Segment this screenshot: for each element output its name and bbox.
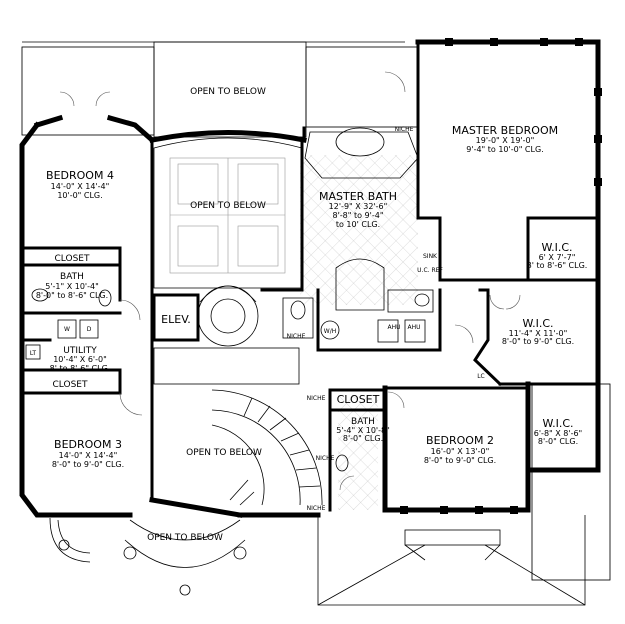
bedroom4-clg: 10'-0" CLG. <box>57 191 102 200</box>
bedroom3-clg: 8'-0" to 9'-0" CLG. <box>52 460 124 469</box>
closet-upper-name: CLOSET <box>55 254 90 264</box>
wic2-clg: 8'-0" to 9'-0" CLG. <box>502 337 574 346</box>
open-below-stair: OPEN TO BELOW <box>186 448 262 458</box>
open-below-bottom: OPEN TO BELOW <box>147 533 223 543</box>
utility-name: UTILITY <box>63 346 97 356</box>
interior-walls <box>20 126 600 512</box>
bay-bottom <box>49 517 247 596</box>
washer-label: W <box>64 326 70 333</box>
bedroom2-name: BEDROOM 2 <box>426 434 494 447</box>
lt-label: LT <box>30 350 37 357</box>
lc-label: LC <box>477 373 485 380</box>
bath-tile-floor <box>300 155 418 510</box>
niche-label-hall-3: NICHE <box>307 505 326 512</box>
wic2-dims: 11'-4" X 11'-0" <box>509 329 568 338</box>
niche-label-elev: NICHE <box>287 333 306 340</box>
bath-left-dims: 5'-1" X 10'-4" <box>45 282 99 291</box>
master-bedroom-clg: 9'-4" to 10'-0" CLG. <box>466 145 543 154</box>
sink-label: SINK <box>423 253 438 260</box>
ahu-label-2: AHU <box>407 324 420 331</box>
niche-label-master: NICHE <box>395 126 414 133</box>
balcony-top-center <box>305 46 419 128</box>
ahu-label-1: AHU <box>387 324 400 331</box>
left-bath-fixtures <box>31 288 112 307</box>
spiral-staircase <box>211 389 323 506</box>
bath-left-clg: 8'-0" to 8'-6" CLG. <box>36 291 108 300</box>
rotunda <box>197 285 259 347</box>
elev-name: ELEV. <box>161 313 191 326</box>
bath-center-clg: 8'-0" CLG. <box>343 434 383 443</box>
bedroom2-clg: 8'-0" to 9'-0" CLG. <box>424 456 496 465</box>
bath-center-dims: 5'-4" X 10'-8" <box>336 426 390 435</box>
bedroom4-name: BEDROOM 4 <box>46 169 114 182</box>
room-labels: OPEN TO BELOW OPEN TO BELOW OPEN TO BELO… <box>30 87 587 543</box>
master-bedroom-name: MASTER BEDROOM <box>452 124 558 137</box>
wic1-clg: 8' to 8'-6" CLG. <box>527 261 588 270</box>
utility-appliances <box>25 319 99 360</box>
ref-label: U.C. REF <box>417 267 443 274</box>
bedroom3-dims: 14'-0" X 14'-4" <box>59 451 118 460</box>
utility-dims: 10'-4" X 6'-0" <box>53 355 107 364</box>
hallway <box>153 347 300 385</box>
niche-label-hall-1: NICHE <box>307 395 326 402</box>
wic1-name: W.I.C. <box>541 241 572 254</box>
wic3-clg: 8'-0" CLG. <box>538 437 578 446</box>
closet-lower-name: CLOSET <box>53 380 88 390</box>
closet-center-name: CLOSET <box>337 393 380 406</box>
wic2-name: W.I.C. <box>522 317 553 330</box>
master-bedroom-dims: 19'-0" X 19'-0" <box>476 136 535 145</box>
center-bath-fixtures <box>335 454 349 472</box>
master-bath-name: MASTER BATH <box>319 190 397 203</box>
wic1-dims: 6' X 7'-7" <box>539 253 576 262</box>
master-bath-tub <box>304 127 419 179</box>
open-below-center: OPEN TO BELOW <box>190 201 266 211</box>
master-bath-fixtures <box>282 258 434 343</box>
bedroom4-dims: 14'-0" X 14'-4" <box>51 182 110 191</box>
bedroom2-dims: 16'-0" X 13'-0" <box>431 447 490 456</box>
wic3-name: W.I.C. <box>542 417 573 430</box>
windows <box>400 38 602 514</box>
master-bath-dims: 12'-9" X 32'-6" <box>329 202 388 211</box>
master-bath-clg2: to 10' CLG. <box>336 220 380 229</box>
utility-clg: 8' to 8'-6" CLG. <box>50 364 111 373</box>
bedroom3-name: BEDROOM 3 <box>54 438 122 451</box>
master-bath-clg1: 8'-8" to 9'-4" <box>332 211 383 220</box>
niche-label-hall-2: NICHE <box>316 455 335 462</box>
bath-center-name: BATH <box>351 417 375 427</box>
wic3-dims: 6'-8" X 8'-6" <box>534 429 582 438</box>
wh-label: W/H <box>324 328 336 335</box>
open-area-center <box>153 137 303 289</box>
bath-left-name: BATH <box>60 272 84 282</box>
open-below-top: OPEN TO BELOW <box>190 87 266 97</box>
door-swings <box>59 71 521 491</box>
dryer-label: D <box>87 326 92 333</box>
entry-roof <box>317 515 586 606</box>
